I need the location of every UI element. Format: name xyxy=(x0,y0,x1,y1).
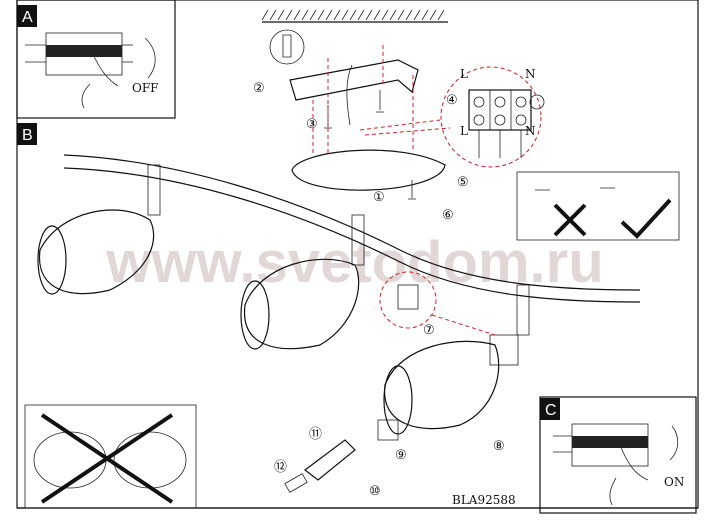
socket-nut xyxy=(377,419,399,441)
panel-c-badge xyxy=(540,398,560,420)
step-4: ④ xyxy=(446,93,458,108)
arrow-up-icon xyxy=(669,425,679,461)
step-8: ⑧ xyxy=(493,439,505,454)
wall-plug-icon xyxy=(282,34,292,58)
wire-live-top: L xyxy=(460,67,468,81)
hand-icon xyxy=(609,444,649,506)
step-12: ⑫ xyxy=(274,460,287,475)
bulb-icon xyxy=(284,473,308,493)
wrong-cross-icon xyxy=(553,203,587,237)
panel-b-badge xyxy=(17,123,37,145)
screw-icon xyxy=(408,180,416,200)
hand-icon xyxy=(81,51,119,109)
wrong-cross-icon xyxy=(40,413,174,504)
arrow-down-icon xyxy=(144,37,156,79)
canopy xyxy=(291,149,446,191)
panel-c-label: C xyxy=(545,402,557,419)
socket-ring-icon xyxy=(397,284,419,310)
circuit-breaker-icon xyxy=(25,32,133,76)
bulb-tool xyxy=(304,439,356,481)
step-2: ② xyxy=(253,81,265,96)
cable xyxy=(346,64,353,126)
panel-a: A OFF xyxy=(16,0,176,119)
wrong-orientation-box xyxy=(24,404,197,509)
panel-a-badge xyxy=(17,5,37,27)
wire-neutral-bottom: N xyxy=(525,124,536,138)
wiring-detail-circle xyxy=(440,66,542,168)
mounting-bracket xyxy=(289,59,419,101)
terminal-block xyxy=(468,89,545,158)
wire-neutral-top: N xyxy=(525,67,536,81)
step-3: ③ xyxy=(306,117,318,132)
circuit-breaker-icon xyxy=(553,423,649,467)
on-label: ON xyxy=(664,475,684,489)
lamp-shade-3 xyxy=(383,284,530,435)
step-7: ⑦ xyxy=(423,323,435,338)
model-code: BLA92588 xyxy=(452,493,516,507)
step-5: ⑤ xyxy=(457,175,469,190)
step-11: ⑪ xyxy=(309,427,322,442)
socket-detail-circle xyxy=(379,271,437,329)
lamp-arm-lower xyxy=(63,167,641,303)
wall-plug-detail xyxy=(269,29,305,65)
step-6: ⑥ xyxy=(442,208,454,223)
step-10: ⑩ xyxy=(369,484,381,499)
off-label: OFF xyxy=(132,81,159,95)
wire-live-bottom: L xyxy=(460,124,468,138)
screw-icon xyxy=(376,90,384,113)
lamp-shade-2 xyxy=(240,214,365,350)
correct-check-icon xyxy=(620,198,672,239)
ceiling-hatch xyxy=(261,9,448,23)
step-1: ① xyxy=(373,190,385,205)
panel-b-label: B xyxy=(22,127,33,144)
alignment-guides xyxy=(312,45,542,168)
step-9: ⑨ xyxy=(395,448,407,463)
lamp-shade-1 xyxy=(37,164,161,295)
ground-icon xyxy=(529,94,545,110)
panel-a-label: A xyxy=(22,9,33,26)
lamp-arm xyxy=(63,154,641,291)
lamp-socket xyxy=(489,334,519,366)
bulb-handling-box xyxy=(516,171,680,241)
bulb-icon xyxy=(535,187,615,191)
panel-c: C ON xyxy=(539,396,697,514)
